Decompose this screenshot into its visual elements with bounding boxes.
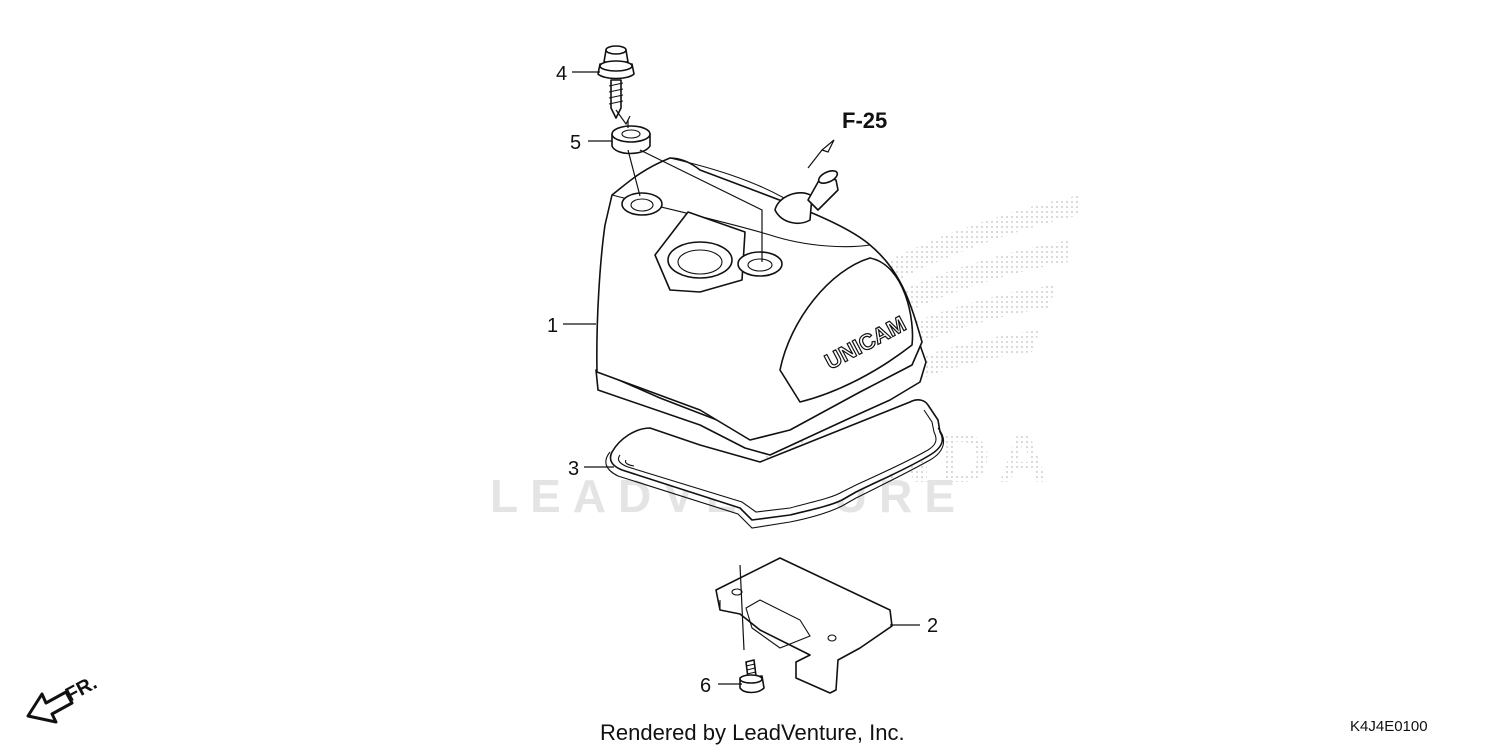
callout-6: 6: [700, 675, 711, 697]
callout-4: 4: [556, 63, 567, 85]
callout-2: 2: [927, 615, 938, 637]
front-arrow: FR.: [26, 672, 101, 724]
part-4-bolt: [597, 45, 635, 119]
footer-credit: Rendered by LeadVenture, Inc.: [600, 720, 905, 745]
part-3-gasket: [605, 399, 945, 529]
part-6-bolt: [739, 659, 765, 694]
callout-5: 5: [570, 132, 581, 154]
assembly-lines: [615, 109, 835, 651]
callout-3: 3: [568, 458, 579, 480]
part-1-cylinder-head-cover: UNICAM: [595, 157, 927, 456]
reference-label: F-25: [842, 108, 887, 133]
diagram-code: K4J4E0100: [1350, 718, 1428, 735]
leader-lines: [563, 71, 920, 685]
callout-1: 1: [547, 315, 558, 337]
part-2-plate: [715, 557, 893, 694]
part-5-washer: [611, 125, 651, 155]
